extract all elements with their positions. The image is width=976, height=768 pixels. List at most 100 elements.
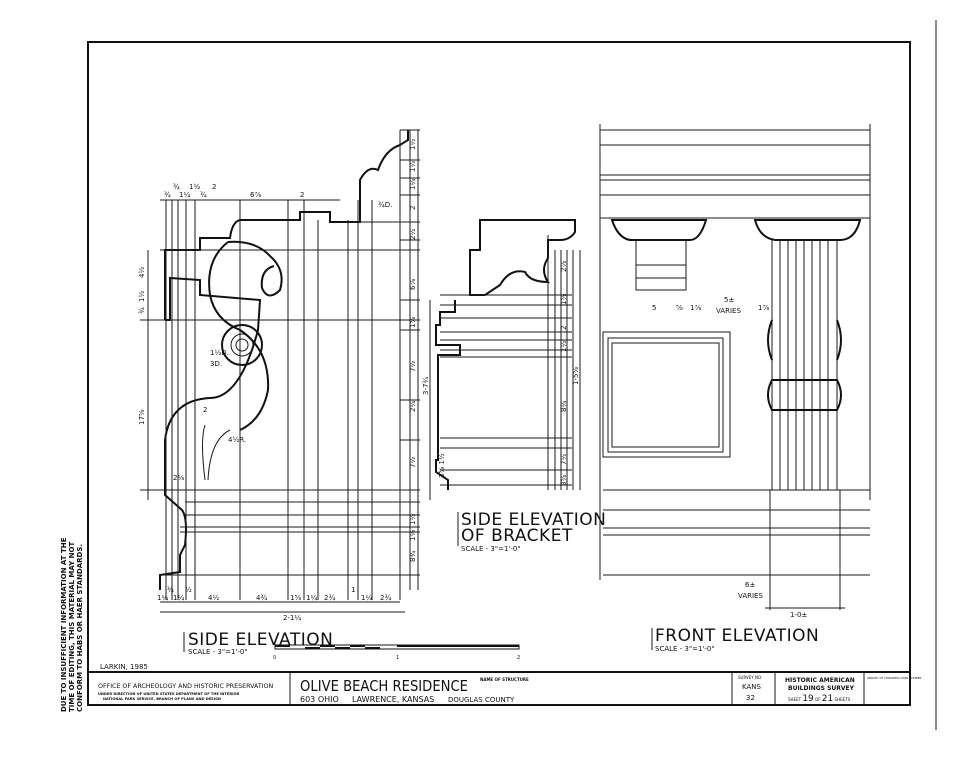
dimension-label: ¾ [200, 191, 207, 199]
dimension-label: 3-7¾ [422, 377, 430, 395]
dimension-label: 1½ [138, 291, 146, 302]
dimension-label: SHEETS [835, 697, 851, 702]
address: 603 OHIO [300, 695, 339, 704]
dimension-label: 6± [745, 581, 755, 589]
bracket-elevation-drawing: 2⅞ 1⅝ 2 1½ 8¼ 7½ 3⅝ 1-5⅝ 3⅝ 1½ SIDE ELEV… [435, 219, 606, 553]
bracket-title-line2: OF BRACKET [461, 526, 573, 546]
side-elevation-scale: SCALE - 3"=1'-0" [188, 648, 248, 656]
agency-subtitle: NATIONAL PARK SERVICE, BRANCH OF PLANS A… [103, 697, 221, 701]
bracket-scale: SCALE - 3"=1'-0" [461, 545, 521, 553]
front-elevation-drawing: 5 ⅝ 1⅞ 5± VARIES 1⅞ 6± VARIES 1-0± FRONT… [599, 124, 871, 653]
dimension-label: 1¼ [157, 594, 168, 602]
county: DOUGLAS COUNTY [448, 696, 515, 704]
dimension-label: 1⅝ [409, 317, 417, 328]
dimension-label: 2 [560, 326, 568, 330]
dimension-label: 1½ [189, 183, 200, 191]
side-elevation-drawing: ¾ ¾ 1¼ 1½ ¾ 2 6⅞ 2 ¾D. 4½ 1½ ¾ 17⅝ 1½D. … [138, 129, 520, 661]
library-note: LIBRARY OF CONGRESS HABS NUMBER [867, 676, 921, 680]
dimension-label: 3⅝ 1½ [438, 453, 446, 478]
bracket-title-line1: SIDE ELEVATION [461, 510, 606, 530]
title-block: LARKIN, 1985 OFFICE OF ARCHEOLOGY AND HI… [88, 663, 921, 705]
dimension-label: 6⅞ [250, 191, 261, 199]
side-note-line: DUE TO INSUFFICIENT INFORMATION AT THE [60, 537, 68, 712]
dimension-label: SHEET [788, 697, 802, 702]
dimension-label: 2 [409, 206, 417, 210]
dimension-label: 1¼ [361, 594, 372, 602]
dimension-label: 1¼ [306, 594, 317, 602]
dimension-label: 1-0± [790, 611, 807, 619]
survey-number: KANS [742, 683, 761, 691]
dimension-label: 6⅞ [409, 279, 417, 290]
dimension-label: 3D. [210, 360, 222, 368]
dimension-label: ¾ [138, 307, 146, 314]
dimension-label: ½ [185, 586, 192, 594]
dimension-label: 1¼ [179, 191, 190, 199]
side-note-line: CONFORM TO HABS OR HAER STANDARDS. [76, 544, 84, 712]
dimension-label: 1½ [409, 530, 417, 541]
survey-label: SURVEY NO. [738, 675, 762, 680]
dimension-label: 21 [822, 694, 833, 704]
dimension-label: 2-1¼ [283, 614, 301, 622]
dimension-label: 2 [300, 191, 304, 199]
dimension-label: 1½ [409, 514, 417, 525]
dimension-label: 4½ [138, 267, 146, 278]
dimension-label: 4¾ [256, 594, 267, 602]
agency-subtitle: UNDER DIRECTION OF UNITED STATES DEPARTM… [98, 692, 239, 696]
dimension-label: ¾ [173, 183, 180, 191]
city: LAWRENCE, KANSAS [352, 695, 434, 704]
dimension-label: 1⅝ [290, 594, 301, 602]
agency-name: OFFICE OF ARCHEOLOGY AND HISTORIC PRESER… [98, 683, 274, 690]
front-elevation-title: FRONT ELEVATION [655, 626, 819, 646]
survey-number: 32 [746, 694, 755, 702]
habs-label: HISTORIC AMERICAN [785, 677, 855, 684]
dimension-label: 3⅝ [560, 475, 568, 486]
dimension-label: 1⅝ [560, 294, 568, 305]
dimension-label: 17⅝ [138, 409, 146, 425]
dimension-label: VARIES [738, 592, 763, 600]
dimension-label: 2 [212, 183, 216, 191]
dimension-label: 1-5⅝ [572, 367, 580, 385]
dimension-label: ¾ [164, 191, 171, 199]
dimension-label: 2 [203, 406, 207, 414]
dimension-label: 7½ [409, 457, 417, 468]
scale-tick: 1 [396, 655, 399, 661]
dimension-label: 1⅞ [758, 304, 769, 312]
scale-tick: 0 [273, 655, 276, 661]
dimension-label: 4½R. [228, 436, 246, 444]
dimension-label: 1½ [409, 139, 417, 150]
scale-tick: 2 [517, 655, 520, 661]
dimension-label: 4½ [208, 594, 219, 602]
dimension-label: 1½ [409, 161, 417, 172]
dimension-label: 2⅞ [560, 261, 568, 272]
dimension-label: VARIES [716, 307, 741, 315]
side-note-line: TIME OF EDITING, THIS MATERIAL MAY NOT [68, 542, 76, 712]
dimension-label: 5± [724, 296, 734, 304]
dimension-label: 2¾ [324, 594, 335, 602]
dimension-label: ¾ [167, 586, 174, 594]
dimension-label: 2¾ [380, 594, 391, 602]
dimension-label: 1½ [560, 341, 568, 352]
dimension-label: 5 [652, 304, 656, 312]
dimension-label: ¾D. [378, 201, 392, 209]
dimension-label: 2½ [409, 229, 417, 240]
dimension-label: 2⅛ [173, 474, 184, 482]
front-elevation-scale: SCALE - 3"=1'-0" [655, 645, 715, 653]
dimension-label: 1¼ [173, 594, 184, 602]
dimension-label: 1⅞ [690, 304, 701, 312]
drafter-credit: LARKIN, 1985 [100, 663, 148, 671]
dimension-label: OF [815, 697, 821, 702]
side-note: DUE TO INSUFFICIENT INFORMATION AT THE T… [60, 537, 84, 712]
dimension-label: 1¼ [409, 179, 417, 190]
sheet-number: SHEET 19 OF 21 SHEETS [788, 694, 851, 704]
dimension-label: 19 [802, 694, 814, 704]
dimension-label: 1½D. [210, 349, 229, 357]
dimension-label: 1 [351, 586, 355, 594]
structure-label: NAME OF STRUCTURE [480, 677, 529, 682]
dimension-label: 8¾ [409, 551, 417, 562]
dimension-label: 8¼ [560, 401, 568, 412]
sheet-border [87, 41, 911, 706]
dimension-label: 7½ [409, 361, 417, 372]
habs-label: BUILDINGS SURVEY [788, 685, 855, 692]
scale-bar: 0 1 2 [273, 644, 520, 661]
